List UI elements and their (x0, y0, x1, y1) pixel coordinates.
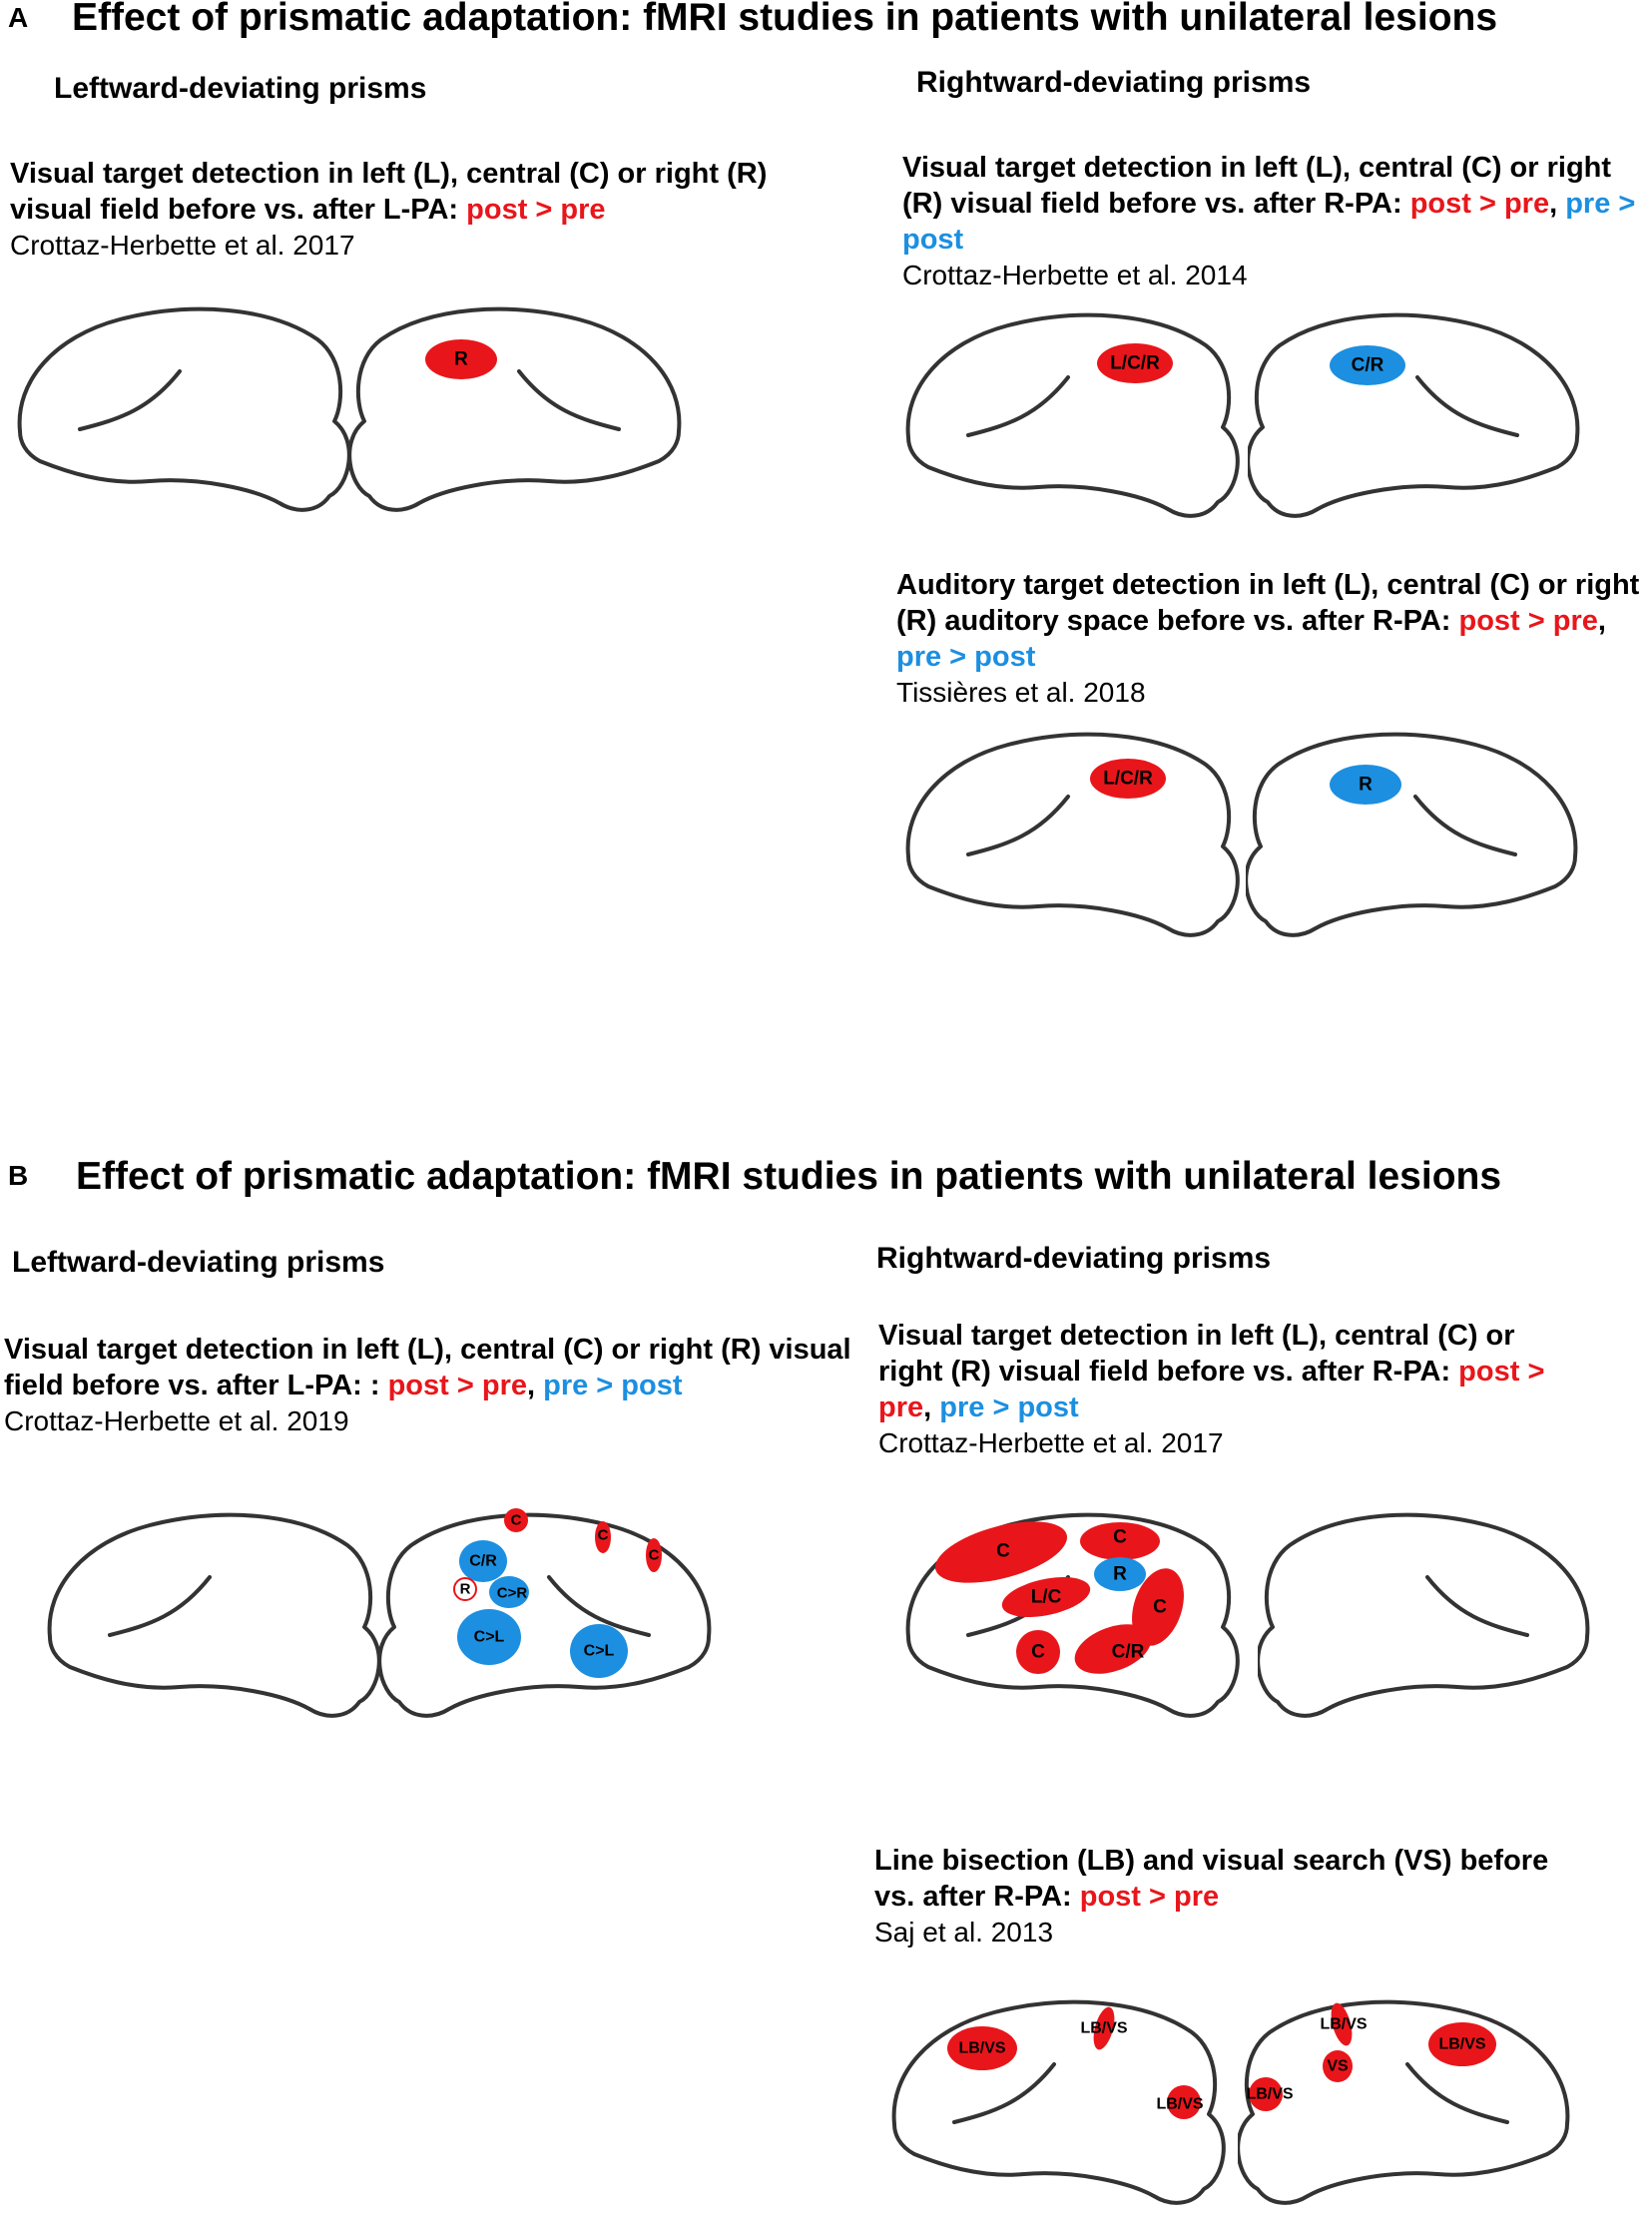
blob-label: LB/VS (1156, 2096, 1203, 2113)
panel-b-study2-left-hemisphere: C C R L/C C C C/R (905, 1512, 1240, 1718)
panel-a-title: Effect of prismatic adaptation: fMRI stu… (72, 0, 1498, 39)
panel-a-left-heading: Leftward-deviating prisms (54, 72, 427, 105)
blob-label: C>R (497, 1585, 528, 1602)
panel-a-label: A (8, 2, 29, 33)
activation-blob (1097, 343, 1173, 383)
panel-a-study1-description: Visual target detection in left (L), cen… (10, 158, 768, 226)
increase-label: post > pre (1458, 605, 1598, 637)
activation-blob (459, 1540, 507, 1582)
decrease-label: pre > post (543, 1370, 683, 1401)
blob-label: R (454, 349, 468, 370)
activation-blob (1428, 2022, 1496, 2066)
blob-label: C (649, 1547, 660, 1564)
increase-label: post > pre (466, 194, 606, 226)
activation-blob (1132, 1568, 1184, 1646)
panel-a-study3-citation: Tissières et al. 2018 (896, 677, 1146, 708)
panel-b-study2-citation: Crottaz-Herbette et al. 2017 (878, 1427, 1224, 1458)
decrease-label: pre > post (902, 188, 1636, 256)
panel-b-study3-left-hemisphere: LB/VS LB/VS LB/VS (891, 1999, 1226, 2205)
panel-b-study3-description: Line bisection (LB) and visual search (V… (874, 1845, 1549, 1913)
activation-blob (947, 2026, 1017, 2070)
activation-blob (934, 1521, 1068, 1583)
panel-a-study1-left-hemisphere (17, 306, 351, 512)
blob-label: C (1031, 1642, 1045, 1663)
activation-blob (489, 1576, 529, 1608)
increase-label: post > pre (878, 1356, 1545, 1423)
blob-label: L/C/R (1103, 769, 1153, 790)
activation-blob (570, 1624, 628, 1678)
panel-a-study1-citation: Crottaz-Herbette et al. 2017 (10, 230, 355, 261)
activation-blob (1090, 759, 1166, 799)
blob-label: R (460, 1581, 471, 1598)
activation-blob (1001, 1577, 1091, 1617)
panel-a-study2-left-hemisphere: L/C/R (905, 312, 1240, 518)
decrease-label: pre > post (939, 1392, 1079, 1423)
blob-label: C>L (474, 1629, 505, 1646)
panel-a-study2-citation: Crottaz-Herbette et al. 2014 (902, 260, 1248, 290)
blob-label: C (1153, 1597, 1167, 1618)
panel-a-right-heading: Rightward-deviating prisms (916, 66, 1312, 99)
blob-label: C/R (469, 1553, 497, 1570)
panel-b-study1-description: Visual target detection in left (L), cen… (4, 1334, 851, 1401)
activation-blob (504, 1508, 528, 1532)
blob-label: C/R (1112, 1642, 1145, 1663)
activation-blob (457, 1609, 521, 1665)
blob-label: LB/VS (1320, 2016, 1367, 2033)
activation-blob (646, 1538, 662, 1572)
activation-blob (1093, 2006, 1115, 2050)
panel-b-study1-citation: Crottaz-Herbette et al. 2019 (4, 1405, 349, 1436)
blob-label: L/C (1031, 1587, 1062, 1608)
panel-b-study2-right-hemisphere (1258, 1512, 1590, 1718)
activation-blob (425, 339, 497, 379)
blob-label: C (1113, 1527, 1127, 1548)
blob-label: LB/VS (1080, 2020, 1127, 2037)
blob-label: C (598, 1527, 609, 1544)
activation-blob (1331, 2002, 1353, 2046)
panel-b-left-heading: Leftward-deviating prisms (12, 1246, 385, 1279)
panel-a-study3-right-hemisphere: R (1246, 732, 1578, 937)
activation-blob (1330, 345, 1405, 385)
panel-b-study3-citation: Saj et al. 2013 (874, 1917, 1054, 1948)
activation-blob (453, 1577, 477, 1601)
activation-blob (1330, 765, 1401, 805)
activation-blob (1080, 1522, 1160, 1560)
activation-blob (1016, 1630, 1060, 1674)
activation-blob (595, 1521, 611, 1553)
panel-b-study1-right-hemisphere: C C C C/R R C>R C>L C>L (379, 1508, 712, 1718)
increase-label: post > pre (1079, 1881, 1220, 1913)
blob-label: L/C/R (1110, 353, 1160, 374)
blob-label: C (996, 1541, 1010, 1562)
blob-label: R (1113, 1564, 1127, 1585)
blob-label: C (511, 1512, 522, 1529)
panel-b-title: Effect of prismatic adaptation: fMRI stu… (76, 1155, 1502, 1198)
blob-label: LB/VS (958, 2040, 1005, 2057)
blob-label: VS (1327, 2058, 1349, 2075)
activation-blob (1167, 2085, 1201, 2119)
panel-a-study2-right-hemisphere: C/R (1248, 312, 1580, 518)
blob-label: LB/VS (1246, 2086, 1293, 2103)
activation-blob (1249, 2077, 1283, 2111)
panel-a-study1-right-hemisphere: R (349, 306, 682, 512)
activation-blob (1323, 2050, 1353, 2082)
panel-b-right-heading: Rightward-deviating prisms (876, 1242, 1272, 1275)
increase-label: post > pre (387, 1370, 527, 1401)
panel-a-study3-left-hemisphere: L/C/R (905, 732, 1240, 937)
activation-blob (1094, 1557, 1146, 1591)
panel-a-study2-description: Visual target detection in left (L), cen… (902, 152, 1636, 256)
panel-a-study3-description: Auditory target detection in left (L), c… (896, 569, 1640, 673)
panel-b-label: B (8, 1160, 29, 1191)
activation-blob (1074, 1624, 1152, 1674)
blob-label: R (1359, 775, 1373, 796)
blob-label: LB/VS (1438, 2036, 1485, 2053)
panel-b-study2-description: Visual target detection in left (L), cen… (878, 1320, 1545, 1423)
blob-label: C>L (584, 1643, 615, 1660)
panel-b-study3-right-hemisphere: LB/VS VS LB/VS LB/VS (1238, 1999, 1570, 2205)
panel-b-study1-left-hemisphere (47, 1512, 381, 1718)
increase-label: post > pre (1409, 188, 1550, 220)
blob-label: C/R (1352, 355, 1384, 376)
decrease-label: pre > post (896, 641, 1036, 673)
